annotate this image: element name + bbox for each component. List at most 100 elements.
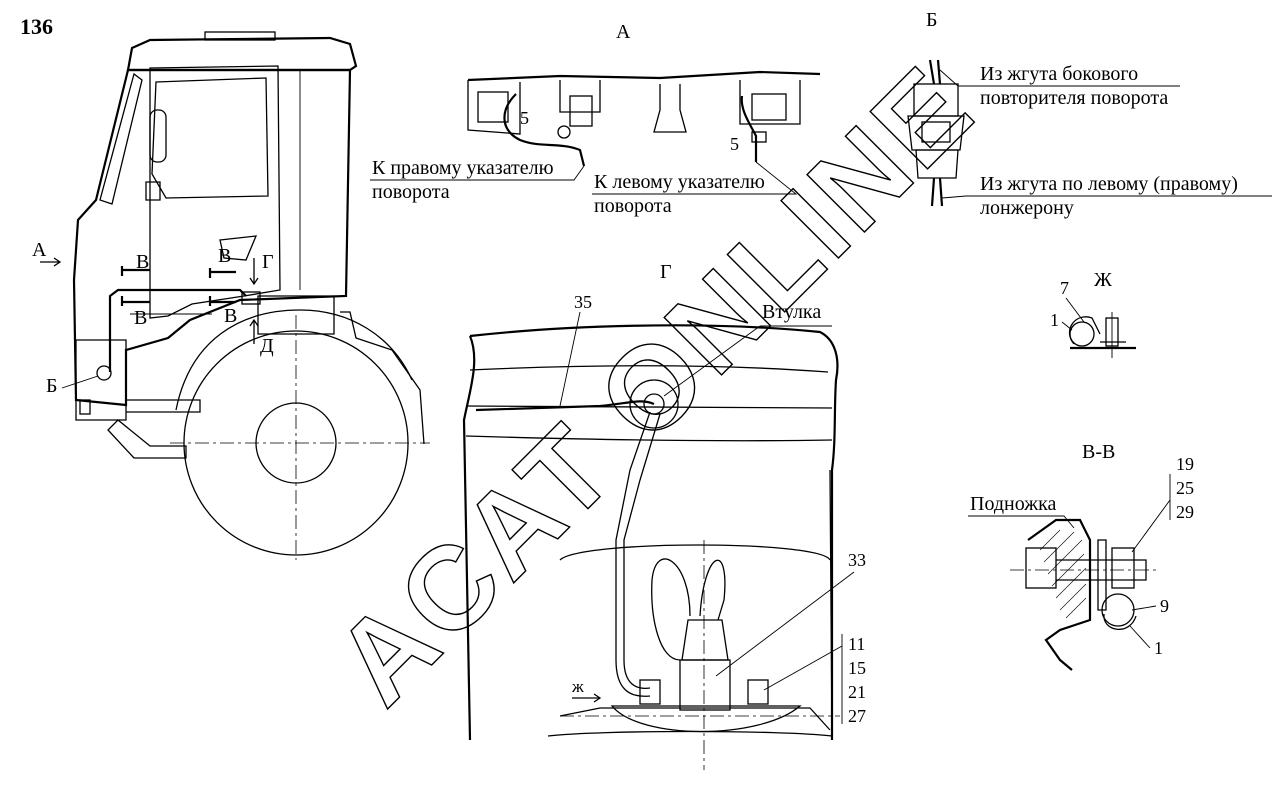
view-g-mark: Г xyxy=(262,251,274,273)
door-handle xyxy=(145,181,161,201)
leader-left-indicator xyxy=(592,161,798,195)
section-vv-callout-25: 25 xyxy=(1176,478,1194,498)
right-harness xyxy=(503,93,586,167)
clamp-loop xyxy=(1103,613,1137,630)
step-profile xyxy=(1027,518,1092,671)
panel-edge xyxy=(547,730,833,737)
bracket-part xyxy=(569,95,593,127)
label-bushing: Втулка xyxy=(762,301,821,323)
center-mount xyxy=(653,84,687,133)
leader-zh-1 xyxy=(1061,321,1073,331)
leader-9 xyxy=(1131,605,1157,611)
lower-wires xyxy=(930,177,944,207)
view-b-connector xyxy=(907,59,965,207)
zh-cable xyxy=(1069,321,1095,347)
mark-b-leader xyxy=(61,375,99,389)
bushing-outer xyxy=(629,379,679,429)
roof-hatch xyxy=(204,31,276,41)
bushing-inner xyxy=(643,393,665,415)
section-vv-callout-9: 9 xyxy=(1160,596,1169,616)
fender-outline-left xyxy=(462,335,476,741)
section-v-mark-br xyxy=(208,296,236,306)
view-a-callout-5-left: 5 xyxy=(730,134,739,154)
turn-repeater xyxy=(96,365,112,381)
connector-clamp xyxy=(907,115,965,151)
view-zh-clamp xyxy=(1068,312,1136,358)
left-clip xyxy=(751,131,767,143)
cab-roof xyxy=(126,36,358,72)
leader-group xyxy=(763,634,843,724)
view-g-callout-27: 27 xyxy=(848,706,866,726)
leader-33 xyxy=(715,571,855,677)
leader-vv-group xyxy=(1131,474,1171,553)
lamp-centerlines xyxy=(560,540,840,770)
page-number: 136 xyxy=(20,14,53,39)
section-vv-callout-29: 29 xyxy=(1176,502,1194,522)
label-step: Подножка xyxy=(970,493,1056,515)
view-g-callout-33: 33 xyxy=(848,550,866,570)
nut-left xyxy=(639,679,661,705)
lamp-wire-loop xyxy=(651,558,726,661)
lamp-body xyxy=(679,659,731,711)
right-lamp-housing xyxy=(467,80,521,135)
view-d-arrow xyxy=(249,318,259,344)
fender-edge xyxy=(340,311,425,445)
view-g-arrow-zh: ж xyxy=(571,677,584,696)
watermark: ACAT ONLINE xyxy=(310,40,1000,730)
cab-body-outline xyxy=(72,68,352,407)
section-v-mark-tr xyxy=(208,268,236,278)
harness-to-lamp-2 xyxy=(623,413,661,690)
harness-to-lamp xyxy=(615,411,651,697)
side-mirror xyxy=(149,109,167,163)
cab-door xyxy=(149,65,281,319)
arrow-zh xyxy=(572,693,602,703)
mark-b-label: Б xyxy=(46,375,57,397)
leader-zh-7 xyxy=(1065,297,1085,323)
right-lamp xyxy=(477,91,509,123)
view-a-drawing xyxy=(467,70,821,167)
cable-section xyxy=(1101,593,1135,627)
label-left-indicator-2: поворота xyxy=(594,195,672,217)
wheel-centerlines xyxy=(170,315,430,560)
arrow-a xyxy=(40,257,62,267)
view-g-arrow xyxy=(249,258,259,286)
center-bracket-1 xyxy=(559,80,601,113)
door-window xyxy=(151,77,269,199)
label-right-indicator-2: поворота xyxy=(372,181,450,203)
leader-vv-1 xyxy=(1129,625,1151,649)
fender-rib-2 xyxy=(465,405,833,409)
view-g-drawing xyxy=(462,324,840,770)
windshield xyxy=(99,72,143,205)
wheel-arch xyxy=(175,309,413,411)
bolt-head xyxy=(1025,547,1057,589)
nut-right xyxy=(747,679,769,705)
leader-right-indicator xyxy=(370,165,585,181)
label-from-side-harness-2: повторителя поворота xyxy=(980,87,1168,109)
clip xyxy=(557,125,571,139)
left-harness xyxy=(740,95,758,162)
view-g-callout-11: 11 xyxy=(848,634,865,654)
leader-side-harness xyxy=(939,69,1180,87)
watermark-text: ACAT ONLINE xyxy=(310,41,998,729)
left-lamp xyxy=(751,93,787,121)
arrow-a-label: А xyxy=(32,239,47,261)
section-vv-callout-1: 1 xyxy=(1154,638,1163,658)
fender-rib-1 xyxy=(469,365,829,373)
view-a-title: А xyxy=(616,21,631,43)
view-g-title: Г xyxy=(660,261,672,283)
front-lamp xyxy=(79,399,91,415)
left-lamp-housing xyxy=(739,80,801,125)
clamp-plate xyxy=(1097,539,1107,611)
mounting-plate xyxy=(559,707,831,731)
section-v-mark-bl xyxy=(120,296,150,306)
view-zh-callout-7: 7 xyxy=(1060,278,1069,298)
section-v-bottom-right: В xyxy=(224,305,237,327)
leader-step xyxy=(968,515,1075,529)
fender-rib-3 xyxy=(465,435,833,442)
fender-inner xyxy=(559,469,833,741)
view-zh-callout-1: 1 xyxy=(1050,310,1059,330)
lamp-socket xyxy=(681,619,729,661)
connector-core xyxy=(921,121,951,143)
leader-bushing xyxy=(663,325,832,397)
